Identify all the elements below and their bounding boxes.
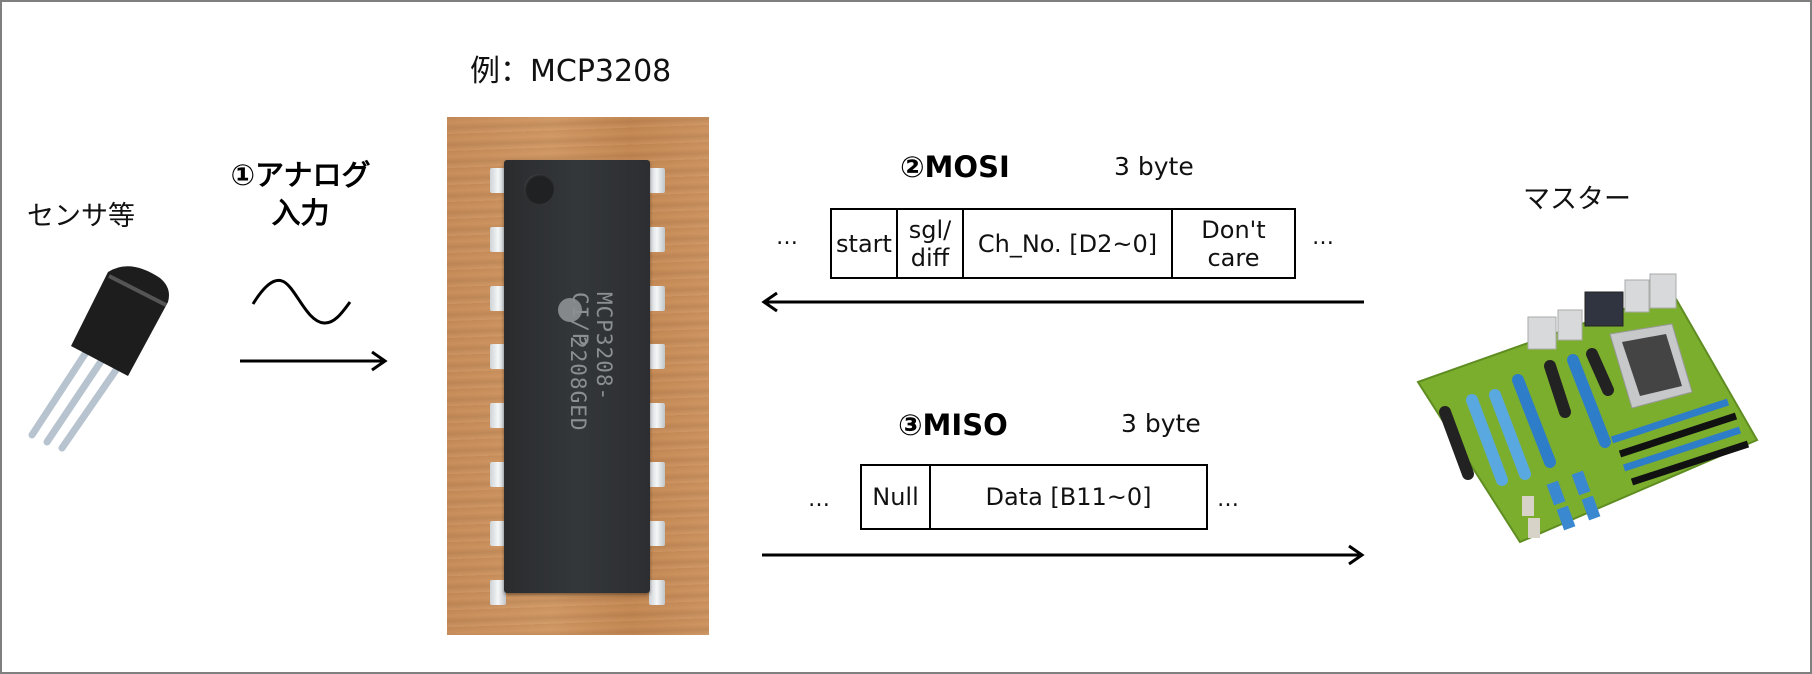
mosi-field-sgl-text: sgl/: [908, 215, 952, 244]
mosi-arrow-left-icon: [761, 291, 1364, 313]
mosi-field-dont-care: Don't care: [1173, 210, 1294, 277]
chip-pin-left: [490, 226, 506, 252]
chip-pin-right: [649, 226, 665, 252]
mosi-field-sgl-diff: sgl/ diff: [898, 210, 964, 277]
chip-pin-left: [490, 285, 506, 311]
mosi-field-start: start: [832, 210, 898, 277]
chip-notch: [524, 174, 554, 204]
miso-ellipsis-left: …: [808, 487, 831, 512]
chip-pin-left: [490, 344, 506, 370]
io-port: [1557, 309, 1583, 341]
miso-field-data-text: Data [B11~0]: [985, 483, 1152, 511]
sensor-flat-edge: [108, 274, 167, 307]
mosi-ellipsis-left: …: [776, 225, 799, 250]
mosi-field-dont-text: Don't: [1201, 215, 1266, 244]
sensor-label: センサ等: [27, 201, 135, 232]
cpu-die: [1622, 334, 1682, 396]
motherboard-icon: [1416, 273, 1759, 544]
chip-pin-left: [490, 403, 506, 429]
mosi-field-channel: Ch_No. [D2~0]: [964, 210, 1173, 277]
usb-headers: [1522, 496, 1540, 538]
analog-input-title-line2: 入力: [271, 196, 330, 230]
ram-slots: [1610, 398, 1750, 486]
analog-input-title-line1: ①アナログ: [230, 158, 371, 192]
mosi-field-care-text: care: [1207, 243, 1260, 272]
io-port: [1649, 273, 1677, 309]
sata-ports: [1546, 470, 1601, 531]
miso-field-null: Null: [862, 466, 931, 528]
io-port: [1527, 316, 1557, 350]
mosi-field-channel-text: Ch_No. [D2~0]: [977, 229, 1158, 258]
io-port: [1584, 291, 1624, 327]
mosi-field-diff-text: diff: [910, 243, 950, 272]
master-label: マスター: [1523, 184, 1631, 215]
chip-pin-right: [649, 579, 665, 605]
miso-field-data: Data [B11~0]: [931, 466, 1206, 528]
adc-example-label: 例：MCP3208: [470, 54, 672, 89]
chip-pin-left: [490, 462, 506, 487]
miso-ellipsis-right: …: [1217, 487, 1240, 512]
sine-wave-icon: [240, 278, 388, 372]
chip-marking-lot: 2208GED: [566, 336, 590, 432]
mosi-title: ②MOSI: [900, 150, 1010, 184]
chip-pin-left: [490, 579, 506, 605]
io-port: [1624, 279, 1650, 313]
chip-pin-right: [649, 168, 665, 193]
microchip-logo-icon: [558, 298, 582, 322]
mosi-size: 3 byte: [1114, 152, 1194, 181]
miso-size: 3 byte: [1121, 409, 1201, 438]
chip-pin-right: [649, 520, 665, 546]
chip-pin-right: [649, 462, 665, 487]
temperature-sensor-icon: [28, 266, 169, 452]
analog-input-arrow: [240, 350, 388, 372]
miso-title: ③MISO: [898, 408, 1008, 442]
miso-packet: Null Data [B11~0]: [860, 464, 1208, 530]
pcie-slots: [1439, 348, 1614, 486]
chip-pin-left: [490, 168, 506, 193]
mosi-packet: start sgl/ diff Ch_No. [D2~0] Don't care: [830, 208, 1296, 279]
chip-body: MCP3208-CI/P 2208GED: [504, 160, 650, 593]
analog-input-title: ①アナログ 入力: [218, 156, 383, 232]
mosi-field-start-text: start: [836, 229, 892, 258]
mosi-ellipsis-right: …: [1312, 225, 1335, 250]
chip-pin-left: [490, 520, 506, 546]
chip-pin-right: [649, 403, 665, 429]
miso-arrow-right-icon: [762, 544, 1365, 566]
adc-chip-photo: MCP3208-CI/P 2208GED: [447, 117, 709, 635]
chip-pin-right: [649, 285, 665, 311]
chip-pin-right: [649, 344, 665, 370]
miso-field-null-text: Null: [872, 483, 919, 511]
